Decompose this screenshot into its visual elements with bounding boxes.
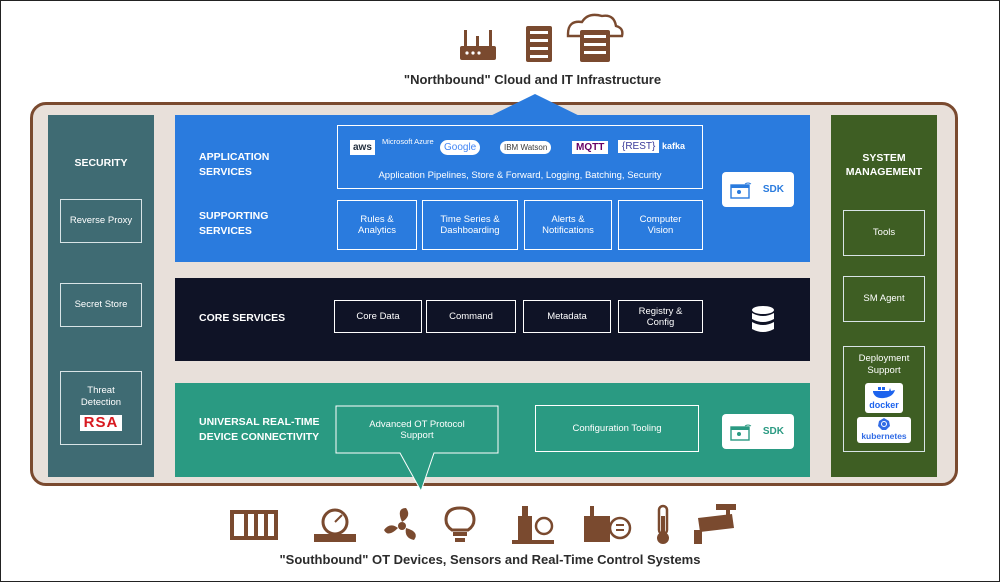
kafka-logo: kafka: [662, 141, 686, 151]
southbound-title: "Southbound" OT Devices, Sensors and Rea…: [279, 552, 701, 567]
secret-store-label: Secret Store: [74, 299, 128, 310]
metadata-box[interactable]: Metadata: [523, 300, 611, 333]
ibm-watson-logo: IBM Watson: [500, 141, 552, 154]
registry-config-box[interactable]: Registry &Config: [618, 300, 703, 333]
application-services-band: APPLICATION SERVICES SUPPORTING SERVICES…: [175, 115, 810, 262]
flow-meter-icon: [314, 508, 356, 542]
reverse-proxy-label: Reverse Proxy: [69, 215, 133, 226]
integration-logos: aws Microsoft Azure Google IBM Watson MQ…: [346, 138, 698, 162]
northbound-icons: [460, 13, 624, 62]
security-panel: SECURITY Reverse Proxy Secret Store Thre…: [48, 115, 154, 477]
kubernetes-helm-icon: [877, 418, 890, 430]
sdk-icon: [730, 182, 752, 199]
threat-detection-box[interactable]: Threat Detection RSA: [60, 371, 142, 445]
configuration-tooling-box[interactable]: Configuration Tooling: [535, 405, 699, 452]
application-pipelines-text: Application Pipelines, Store & Forward, …: [378, 170, 662, 181]
mqtt-logo: MQTT: [572, 141, 609, 154]
security-title: SECURITY: [74, 157, 128, 169]
docker-logo: docker: [865, 383, 903, 413]
server-icon: [526, 26, 552, 62]
docker-whale-icon: [872, 387, 895, 399]
tools-label: Tools: [872, 227, 896, 238]
command-box[interactable]: Command: [426, 300, 516, 333]
device-connectivity-label: UNIVERSAL REAL-TIME DEVICE CONNECTIVITY: [199, 416, 320, 443]
core-services-band: CORE SERVICES Core Data Command Metadata…: [175, 278, 810, 361]
plc-rack-icon: [230, 510, 278, 540]
database-icon: [752, 306, 774, 332]
kubernetes-logo: kubernetes: [857, 417, 911, 443]
control-device-icon: [584, 506, 632, 542]
sm-agent-box[interactable]: SM Agent: [843, 276, 925, 322]
supporting-services-label: SUPPORTING SERVICES: [199, 210, 269, 237]
application-services-label: APPLICATION SERVICES: [199, 151, 270, 178]
reverse-proxy-box[interactable]: Reverse Proxy: [60, 199, 142, 243]
core-services-label: CORE SERVICES: [199, 312, 286, 324]
system-management-title: SYSTEM MANAGEMENT: [845, 152, 923, 178]
fan-icon: [384, 508, 416, 540]
sm-agent-label: SM Agent: [863, 293, 905, 304]
northbound-title: "Northbound" Cloud and IT Infrastructure: [403, 72, 662, 87]
aws-logo: aws: [350, 140, 375, 155]
core-data-box[interactable]: Core Data: [334, 300, 422, 333]
threat-detection-label: Threat Detection: [80, 385, 122, 408]
rest-logo: {REST}: [618, 140, 660, 153]
rsa-logo: RSA: [79, 415, 123, 431]
system-management-panel: SYSTEM MANAGEMENT Tools SM Agent Deploym…: [831, 115, 937, 477]
application-sdk-button[interactable]: SDK: [722, 172, 794, 207]
light-bulb-icon: [444, 506, 476, 542]
secret-store-box[interactable]: Secret Store: [60, 283, 142, 327]
industrial-tank-icon: [512, 506, 554, 544]
security-camera-icon: [694, 504, 736, 544]
time-series-dashboarding-box[interactable]: Time Series &Dashboarding: [422, 200, 518, 250]
device-connectivity-band: UNIVERSAL REAL-TIME DEVICE CONNECTIVITY …: [175, 383, 810, 477]
deployment-support-box[interactable]: Deployment Support docker kubernetes: [843, 346, 925, 452]
cloud-server-icon: [566, 13, 624, 62]
device-sdk-label: SDK: [762, 426, 784, 437]
thermometer-icon: [657, 504, 669, 544]
google-logo: Google: [440, 140, 481, 155]
router-icon: [460, 30, 496, 60]
deployment-support-label: Deployment Support: [858, 353, 910, 376]
alerts-notifications-box[interactable]: Alerts &Notifications: [524, 200, 612, 250]
rules-analytics-box[interactable]: Rules &Analytics: [337, 200, 417, 250]
sdk-icon: [730, 424, 752, 441]
southbound-arrow: [335, 405, 499, 493]
tools-box[interactable]: Tools: [843, 210, 925, 256]
application-pipelines-box[interactable]: Application Pipelines, Store & Forward, …: [337, 125, 703, 189]
application-sdk-label: SDK: [762, 184, 784, 195]
southbound-device-icons: [230, 504, 736, 544]
azure-logo: Microsoft Azure: [382, 137, 434, 146]
device-sdk-button[interactable]: SDK: [722, 414, 794, 449]
